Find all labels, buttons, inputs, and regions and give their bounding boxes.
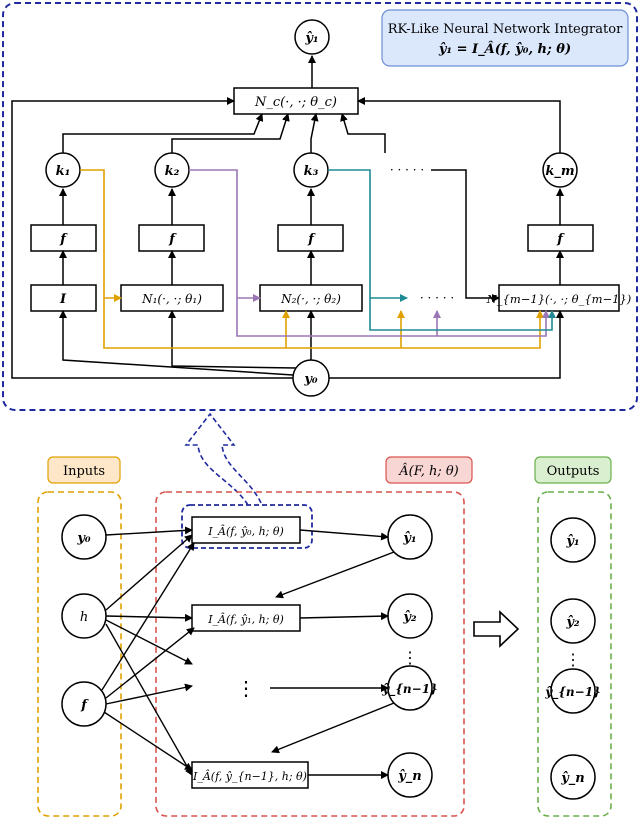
integrator-block-n-label: I_Â(f, ŷ_{n−1}, h; θ) xyxy=(192,769,307,783)
output-vdots: ⋮ xyxy=(565,650,581,669)
arrow-k2-purple-feed xyxy=(189,169,550,337)
title-line2: ŷ₁ = I_Â(f, ŷ₀, h; θ) xyxy=(438,41,571,57)
arrow-f-to-dots xyxy=(105,683,193,705)
arrow-block2-to-y2 xyxy=(299,612,389,621)
arrow-h-to-block1 xyxy=(105,534,193,611)
bottom-input-f-label: f xyxy=(80,698,89,713)
title-box xyxy=(381,9,629,67)
k2-label: k₂ xyxy=(165,164,180,179)
middle-node-y2-label: ŷ₂ xyxy=(402,610,417,625)
output-node-n1-label: ŷ_{n−1} xyxy=(544,685,601,700)
middle-node-yn-label: ŷ_n xyxy=(397,769,422,784)
output-node-n1 xyxy=(550,668,596,714)
arrow-km-to-combiner xyxy=(357,97,561,153)
inputs-label: Inputs xyxy=(63,464,105,479)
arrow-h-to-dots xyxy=(105,619,193,665)
arrow-y0-to-identity xyxy=(59,310,294,376)
model-label: Â(F, h; θ) xyxy=(398,463,459,479)
arrow-y1-to-block2 xyxy=(275,551,395,599)
f-box-1-label: f xyxy=(59,232,68,247)
inputs-container xyxy=(37,491,122,817)
arrow-f-to-blockn xyxy=(103,711,193,771)
bottom-input-y0 xyxy=(61,514,107,560)
integrator-block-2-label: I_Â(f, ŷ₁, h; θ) xyxy=(207,612,284,626)
f-box-m xyxy=(527,224,594,252)
bottom-input-h-label: h xyxy=(80,610,88,625)
arrow-dots-to-combiner xyxy=(340,113,386,153)
arrow-k1-orange-feed xyxy=(80,169,544,349)
arrow-k3-teal-feed xyxy=(328,169,556,331)
middle-node-y1-label: ŷ₁ xyxy=(402,531,416,546)
arrow-h-to-blockn xyxy=(105,623,193,776)
k3-label: k₃ xyxy=(304,164,319,179)
f-box-m-label: f xyxy=(556,232,565,247)
identity-label: I xyxy=(59,292,67,307)
outputs-label: Outputs xyxy=(547,464,600,479)
f-box-1 xyxy=(30,224,97,252)
integrator-block-n xyxy=(191,761,309,789)
middle-vdots: ⋮ xyxy=(402,648,418,667)
combiner-box xyxy=(233,87,359,115)
f-box-2 xyxy=(138,224,205,252)
arrow-f-to-block2 xyxy=(105,627,195,699)
inputs-label-box xyxy=(47,456,121,484)
model-label-box xyxy=(385,456,473,484)
output-node-label: ŷ₁ xyxy=(304,31,318,46)
input-node-y0-label: y₀ xyxy=(303,372,318,387)
subnet-n1-box xyxy=(120,284,224,312)
arrow-yn1-to-blockn xyxy=(271,702,395,754)
integrator-block-1-label: I_Â(f, ŷ₀, h; θ) xyxy=(207,524,284,538)
middle-node-yn1-label: ŷ_{n−1} xyxy=(381,682,438,697)
title-line1: RK-Like Neural Network Integrator xyxy=(388,22,623,37)
subnet-nm1-label: N_{m−1}(·, ·; θ_{m−1}) xyxy=(486,292,632,306)
model-container xyxy=(155,491,465,817)
f-box-3 xyxy=(277,224,344,252)
hollow-right-arrow xyxy=(473,610,520,648)
subnet-nm1-box xyxy=(498,284,620,312)
arrow-y0-to-nm1 xyxy=(329,310,564,379)
top-panel-border xyxy=(2,2,638,411)
subnet-n1-label: N₁(·, ·; θ₁) xyxy=(141,292,202,306)
arrow-dots-to-nm1 xyxy=(431,169,500,302)
output-node-2 xyxy=(550,598,596,644)
first-integrator-highlight xyxy=(181,504,313,549)
arrow-k1-to-combiner xyxy=(62,113,264,153)
f-box-2-label: f xyxy=(168,232,177,247)
arrow-k2-to-combiner xyxy=(171,113,290,153)
arrow-f-to-block1 xyxy=(101,542,195,691)
f-box-3-label: f xyxy=(307,232,316,247)
output-node-1 xyxy=(550,517,596,563)
arrow-k3-to-combiner xyxy=(310,113,319,153)
combiner-label: N_c(·, ·; θ_c) xyxy=(254,95,337,110)
integrator-vdots: ⋮ xyxy=(236,676,256,700)
output-node-n xyxy=(550,754,596,800)
arrow-block1-to-y1 xyxy=(299,529,389,541)
output-node-n-label: ŷ_n xyxy=(560,771,585,786)
arrow-y0-to-n1 xyxy=(168,310,297,369)
outputs-container xyxy=(537,491,612,817)
arrow-y0-to-combiner xyxy=(11,97,293,379)
subnet-row-ellipsis: · · · · · xyxy=(420,291,454,305)
output-node-2-label: ŷ₂ xyxy=(565,615,580,630)
arrow-y0-to-block1 xyxy=(105,526,193,536)
km-label: k_m xyxy=(545,164,574,179)
outputs-label-box xyxy=(534,456,612,484)
subnet-n2-label: N₂(·, ·; θ₂) xyxy=(280,292,341,306)
output-node-1-label: ŷ₁ xyxy=(565,534,579,549)
arrow-h-to-block2 xyxy=(105,613,193,622)
k-row-ellipsis: · · · · · xyxy=(390,163,424,177)
output-node-y1 xyxy=(294,19,330,55)
k1-label: k₁ xyxy=(56,164,71,179)
bottom-input-y0-label: y₀ xyxy=(76,531,91,546)
